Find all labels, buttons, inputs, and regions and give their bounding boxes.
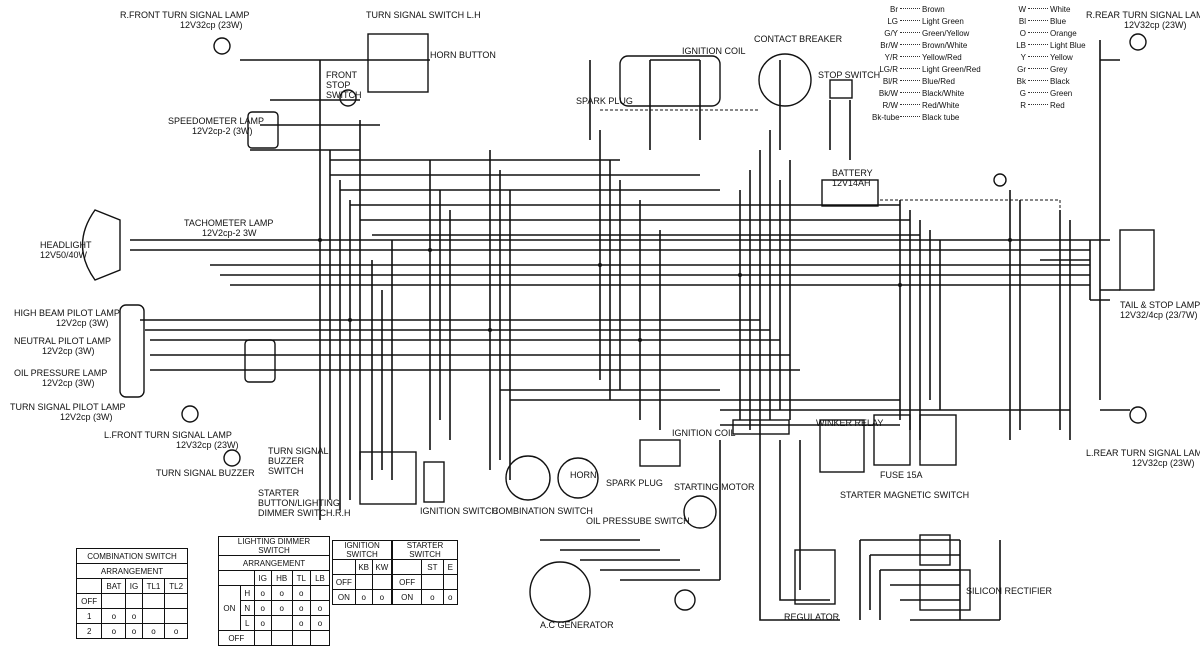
- winker-relay-label: WINKER RELAY: [816, 418, 884, 428]
- col-header: IG: [253, 570, 272, 586]
- col-header: HB: [270, 570, 293, 586]
- table-row: OFF: [75, 593, 188, 609]
- table-row: OFF: [332, 574, 393, 590]
- table-row: OFF: [391, 574, 459, 590]
- rectifier-label: SILICON RECTIFIER: [966, 586, 1053, 596]
- col-header: KB: [354, 559, 373, 575]
- combination-switch-label: COMBINATION SWITCH: [492, 506, 593, 516]
- front-stop-label: FRONT STOP SWITCH: [326, 70, 362, 100]
- table-row: OFF: [218, 630, 331, 646]
- starter-magnetic-label: STARTER MAGNETIC SWITCH: [840, 490, 970, 500]
- col-header: BAT: [101, 578, 127, 594]
- col-header: KW: [371, 559, 393, 575]
- ignition-switch-label: IGNITION SWITCH: [420, 506, 498, 516]
- ac-generator-label: A.C GENERATOR: [540, 620, 614, 630]
- spark-plug-top-label: SPARK PLUG: [576, 96, 633, 106]
- turn-switch-label: TURN SIGNAL SWITCH L.H: [366, 10, 481, 20]
- col-header: TL: [291, 570, 311, 586]
- spark-plug-low-label: SPARK PLUG: [606, 478, 663, 488]
- col-header: E: [442, 559, 459, 575]
- stop-switch-label: STOP SWITCH: [818, 70, 881, 80]
- starting-motor-label: STARTING MOTOR: [674, 482, 755, 492]
- oil-switch-label: OIL PRESSUBE SWITCH: [586, 516, 690, 526]
- table-subtitle: ARRANGEMENT: [218, 555, 330, 571]
- table-title: LIGHTING DIMMER SWITCH: [218, 536, 330, 556]
- buzzer-switch-label: TURN SIGNAL BUZZER SWITCH: [268, 446, 329, 476]
- turn-buzzer-label: TURN SIGNAL BUZZER: [156, 468, 255, 478]
- horn-button-label: HORN BUTTON: [430, 50, 496, 60]
- table-title: IGNITION SWITCH: [332, 540, 392, 560]
- horn-label: HORN: [570, 470, 597, 480]
- fuse-label: FUSE 15A: [880, 470, 923, 480]
- ignition-coil-low-label: IGNITION COIL: [672, 428, 736, 438]
- table-title: COMBINATION SWITCH: [76, 548, 188, 564]
- starter-button-label: STARTER BUTTON/LIGHTING DIMMER SWITCH.R.…: [258, 488, 351, 518]
- contact-breaker-label: CONTACT BREAKER: [754, 34, 843, 44]
- col-header: TL2: [164, 578, 188, 594]
- col-header: IG: [125, 578, 143, 594]
- col-header: LB: [309, 570, 331, 586]
- ignition-coil-top-label: IGNITION COIL: [682, 46, 746, 56]
- col-header: ST: [421, 559, 444, 575]
- col-header: TL1: [141, 578, 166, 594]
- table-subtitle: ARRANGEMENT: [76, 563, 188, 579]
- regulator-label: REGULATOR: [784, 612, 840, 622]
- table-title: STARTER SWITCH: [392, 540, 458, 560]
